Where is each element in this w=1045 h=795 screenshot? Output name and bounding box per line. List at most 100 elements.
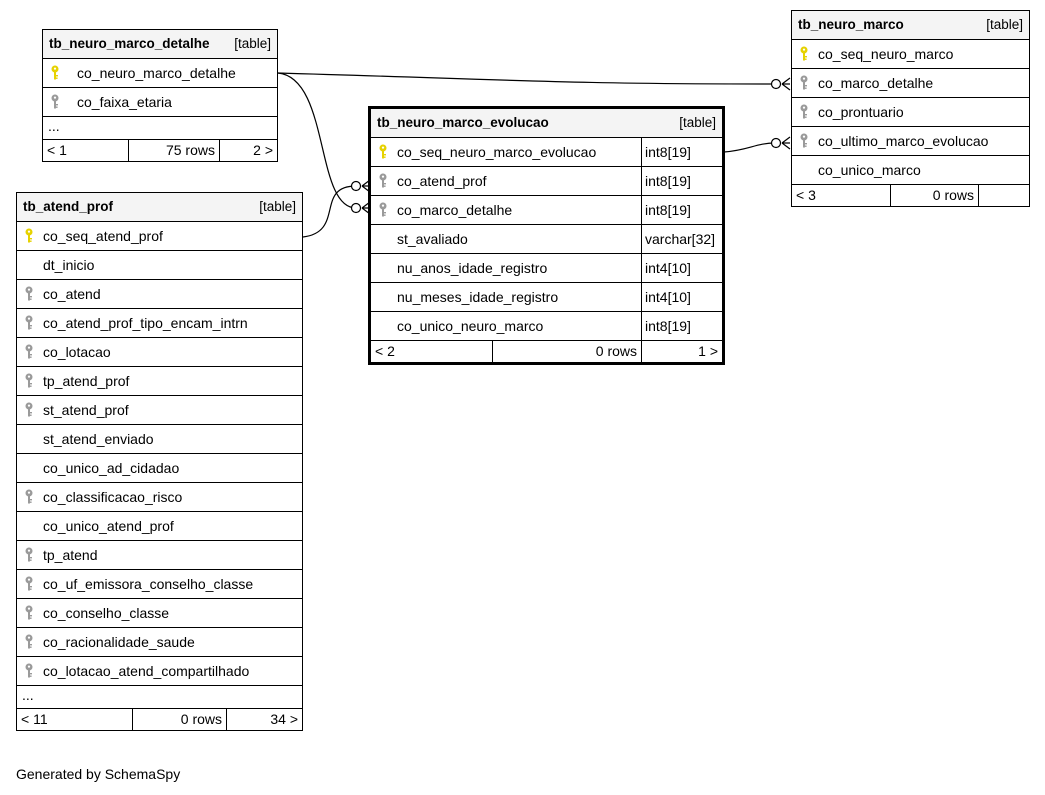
column-row[interactable]: dt_inicio [17, 251, 302, 280]
row-count: 0 rows [493, 341, 642, 362]
column-cell: co_atend [17, 280, 302, 308]
column-name: co_seq_neuro_marco_evolucao [397, 144, 597, 160]
foreign-key-icon [798, 104, 810, 120]
column-cell: co_seq_neuro_marco [792, 40, 1029, 68]
column-cell: nu_meses_idade_registro [371, 283, 641, 311]
column-cell: co_marco_detalhe [792, 69, 1029, 97]
column-row[interactable]: co_unico_marco [792, 156, 1029, 185]
column-row[interactable]: co_seq_neuro_marco [792, 40, 1029, 69]
table-footer: < 11 0 rows 34 > [17, 709, 302, 730]
column-name: co_atend_prof [397, 173, 487, 189]
row-count: 0 rows [133, 709, 227, 730]
column-row[interactable]: tp_atend [17, 541, 302, 570]
column-type: int8[19] [641, 196, 722, 224]
column-cell: co_racionalidade_saude [17, 628, 302, 656]
table-footer: < 1 75 rows 2 > [43, 140, 277, 161]
column-row[interactable]: co_unico_ad_cidadao [17, 454, 302, 483]
primary-key-icon [377, 144, 389, 160]
table-header: tb_neuro_marco_evolucao [table] [371, 109, 722, 138]
column-type: int8[19] [641, 167, 722, 195]
column-type: int4[10] [641, 254, 722, 282]
column-name: st_avaliado [397, 231, 468, 247]
column-row[interactable]: co_atend [17, 280, 302, 309]
column-name: co_unico_neuro_marco [397, 318, 544, 334]
table-name: tb_neuro_marco_detalhe [49, 36, 210, 51]
column-row[interactable]: co_ultimo_marco_evolucao [792, 127, 1029, 156]
column-cell: co_unico_atend_prof [17, 512, 302, 540]
column-row[interactable]: st_atend_prof [17, 396, 302, 425]
table-kind: [table] [234, 36, 271, 51]
column-cell: co_ultimo_marco_evolucao [792, 127, 1029, 155]
column-name: co_atend [43, 286, 101, 302]
column-type: int8[19] [641, 312, 722, 340]
column-cell: dt_inicio [17, 251, 302, 279]
table-tb-neuro-marco-detalhe[interactable]: tb_neuro_marco_detalhe [table] co_neuro_… [42, 29, 278, 162]
relationship-evolucao-to-marco [723, 142, 777, 153]
primary-key-icon [49, 65, 61, 81]
column-row[interactable]: co_lotacao [17, 338, 302, 367]
relationship-end-circle [350, 180, 362, 192]
column-cell: co_atend_prof [371, 167, 641, 195]
column-row[interactable]: co_neuro_marco_detalhe [43, 59, 277, 88]
column-row[interactable]: co_marco_detalhe [792, 69, 1029, 98]
column-row[interactable]: co_faixa_etaria [43, 88, 277, 117]
child-count: 2 > [253, 142, 273, 158]
foreign-key-icon [23, 315, 35, 331]
foreign-key-icon [377, 202, 389, 218]
column-name: co_classificacao_risco [43, 489, 183, 505]
relationship-end-circle [770, 137, 782, 149]
column-row[interactable]: st_atend_enviado [17, 425, 302, 454]
column-cell: co_seq_atend_prof [17, 222, 302, 250]
relationship-end-circle [350, 202, 362, 214]
column-cell: co_neuro_marco_detalhe [43, 59, 277, 87]
parent-count: < 3 [792, 185, 891, 206]
table-tb-neuro-marco[interactable]: tb_neuro_marco [table] co_seq_neuro_marc… [791, 10, 1030, 207]
column-name: co_conselho_classe [43, 605, 170, 621]
column-row[interactable]: co_atend_prof int8[19] [371, 167, 722, 196]
table-tb-neuro-marco-evolucao[interactable]: tb_neuro_marco_evolucao [table] co_seq_n… [368, 106, 725, 365]
column-row[interactable]: co_atend_prof_tipo_encam_intrn [17, 309, 302, 338]
column-row[interactable]: co_unico_atend_prof [17, 512, 302, 541]
table-kind: [table] [259, 199, 296, 214]
column-name: co_seq_atend_prof [43, 228, 163, 244]
column-cell: co_prontuario [792, 98, 1029, 126]
column-row[interactable]: tp_atend_prof [17, 367, 302, 396]
column-row[interactable]: co_uf_emissora_conselho_classe [17, 570, 302, 599]
column-row[interactable]: co_prontuario [792, 98, 1029, 127]
column-name: co_lotacao_atend_compartilhado [43, 663, 250, 679]
row-count: 75 rows [129, 140, 220, 161]
relationship-detalhe-to-marco [277, 72, 777, 85]
relationship-crowfoot [781, 136, 791, 150]
foreign-key-icon [23, 634, 35, 650]
foreign-key-icon [23, 286, 35, 302]
foreign-key-icon [23, 489, 35, 505]
relationship-atend-prof-to-evolucao [302, 185, 357, 238]
column-cell: co_marco_detalhe [371, 196, 641, 224]
column-name: dt_inicio [43, 257, 95, 273]
column-name: tp_atend [43, 547, 98, 563]
parent-count: < 1 [43, 140, 129, 161]
column-row[interactable]: co_racionalidade_saude [17, 628, 302, 657]
column-row[interactable]: co_unico_neuro_marco int8[19] [371, 312, 722, 341]
column-cell: tp_atend [17, 541, 302, 569]
foreign-key-icon [23, 402, 35, 418]
column-cell: co_uf_emissora_conselho_classe [17, 570, 302, 598]
column-row[interactable]: co_lotacao_atend_compartilhado [17, 657, 302, 686]
column-row[interactable]: co_classificacao_risco [17, 483, 302, 512]
column-name: co_seq_neuro_marco [818, 46, 954, 62]
column-name: co_lotacao [43, 344, 111, 360]
column-row[interactable]: co_conselho_classe [17, 599, 302, 628]
column-row[interactable]: co_seq_atend_prof [17, 222, 302, 251]
column-name: co_atend_prof_tipo_encam_intrn [43, 315, 248, 331]
column-cell: nu_anos_idade_registro [371, 254, 641, 282]
foreign-key-icon [23, 605, 35, 621]
column-cell: st_avaliado [371, 225, 641, 253]
column-name: co_ultimo_marco_evolucao [818, 133, 989, 149]
table-name: tb_neuro_marco_evolucao [377, 115, 549, 130]
